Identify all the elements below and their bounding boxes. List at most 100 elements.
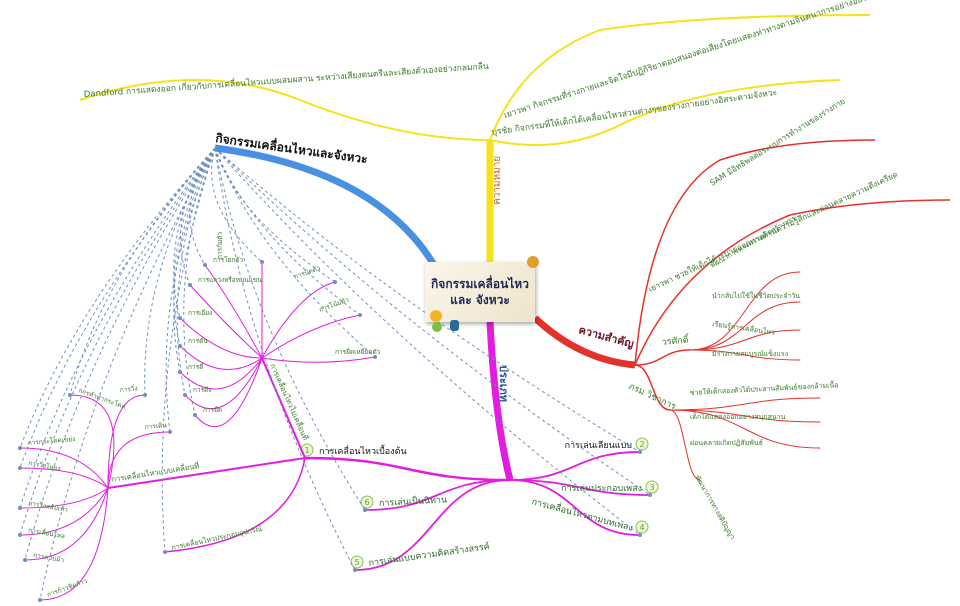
branch-line [24, 487, 109, 561]
arrow-head-icon [18, 533, 22, 537]
importance-item[interactable]: เด็กได้แสดงออกอย่างสนุกสนาน [690, 412, 786, 421]
movement-item[interactable]: การดัน [188, 337, 208, 345]
importance-item[interactable]: พัฒนาการทางสติปัญญา [693, 474, 736, 541]
number-badge[interactable]: 5 [354, 558, 359, 567]
number-badge-icon [645, 480, 659, 494]
arrow-head-icon [648, 493, 652, 497]
importance-item[interactable]: เรียนรู้การเคลื่อนไหว [712, 319, 776, 337]
sub-topic[interactable]: การเคลื่อนไหวไม่เคลื่อนที่ [268, 362, 311, 442]
sub-topic[interactable]: วรศักดิ์ [661, 333, 690, 348]
relationship-dashed-line [19, 147, 216, 509]
branch-line [19, 487, 109, 509]
number-badge-icon [360, 495, 374, 509]
importance-item[interactable]: นำกลับไปใช้ในชีวิตประจำวัน [712, 291, 800, 300]
movement-item[interactable]: การกระโดดเขย่ง [27, 435, 75, 447]
movement-item[interactable]: การวิ่งโหยง [28, 458, 62, 473]
branch-line [634, 199, 951, 366]
relationship-dashed-line [161, 147, 216, 553]
number-badge[interactable]: 1 [304, 446, 309, 455]
importance-item[interactable]: มีร่างกายสมบูรณ์แข็งแรง [712, 349, 788, 358]
type-label[interactable]: การเล่นประกอบเพลง [561, 484, 642, 494]
branch-line [19, 467, 109, 489]
number-badge-icon [635, 520, 649, 534]
arrow-head-icon [353, 568, 357, 572]
branch-line [489, 79, 841, 146]
movement-item[interactable]: การแกว่งหรือหมุนแขน [198, 276, 262, 284]
movement-item[interactable]: การโยกตัว [213, 256, 244, 264]
definition-item[interactable]: บุรชัย กิจกรรมที่ให้เด็กได้เคลื่อนไหวส่ว… [491, 86, 778, 138]
type-label[interactable]: การเคลื่อนไหวตามบทเพลง [530, 494, 634, 534]
movement-item[interactable]: การเอียง [188, 309, 212, 317]
branch-line [179, 317, 263, 359]
arrow-head-icon [183, 393, 187, 397]
relationship-dashed-line [69, 147, 216, 396]
importance-item[interactable]: พัฒนาการทางความคิดสร้างสรร [709, 214, 797, 270]
movement-item[interactable]: การยืด [203, 406, 222, 414]
movement-item[interactable]: การก้าวชิดก้าว [46, 577, 89, 599]
branch-line [261, 356, 376, 363]
branch-line [489, 14, 871, 141]
movement-item[interactable]: การโน้มตัว [318, 296, 350, 314]
importance-item[interactable]: ผ่อนคลายเกิดปฏิสัมพันธ์ [690, 439, 763, 447]
arrow-head-icon [18, 506, 22, 510]
movement-item[interactable]: การเลื่อนไหล [28, 525, 66, 540]
number-badge[interactable]: 2 [639, 440, 644, 449]
arrow-head-icon [163, 550, 167, 554]
movement-item[interactable]: การวิ่งสลับเท้า [28, 498, 69, 514]
branch-line [689, 329, 801, 351]
arrow-head-icon [38, 598, 42, 602]
arrow-head-icon [178, 316, 182, 320]
relationship-dashed-line [214, 147, 366, 511]
branch-label-red[interactable]: ความสำคัญ [577, 323, 635, 350]
movement-item[interactable]: การควบม้า [33, 551, 65, 564]
movement-item[interactable]: การตี [188, 363, 203, 371]
branch-line [689, 349, 801, 361]
branch-line [261, 314, 361, 359]
type-label[interactable]: การเล่นเลียนแบบ [565, 440, 633, 451]
relationship-dashed-line [24, 147, 216, 561]
number-badge[interactable]: 4 [639, 523, 644, 532]
type-branch [364, 479, 511, 511]
branch-line [107, 457, 306, 489]
arrow-head-icon [68, 393, 72, 397]
arrow-head-icon [18, 446, 22, 450]
branch-label-yellow[interactable]: ความหมาย [492, 156, 503, 205]
type-branch [509, 479, 641, 536]
arrow-head-icon [188, 283, 192, 287]
importance-item[interactable]: ช่วยให้เด็กสองตัวได้ประสานสัมพันธ์ของกล้… [690, 378, 839, 397]
movement-item[interactable]: การเดิน [144, 421, 167, 431]
bell-icon [450, 320, 459, 331]
central-topic-label: กิจกรรมเคลื่อนไหวและ จังหวะ [431, 276, 529, 307]
movement-item[interactable]: การก้มตัว [216, 231, 224, 259]
type-label[interactable]: การเคลื่อนไหวเบื้องต้น [319, 444, 407, 457]
type-label[interactable]: การเล่นแบบความคิดสร้างสรรค์ [368, 540, 491, 569]
relationship-dashed-line [19, 147, 216, 469]
arrow-head-icon [363, 508, 367, 512]
sub-topic[interactable]: การเคลื่อนไหวประกอบอุปกรณ์ [171, 524, 264, 552]
movement-item[interactable]: การวิ่ง [119, 383, 138, 394]
relationship-dashed-line [19, 147, 216, 536]
arrow-head-icon [178, 344, 182, 348]
branch-label-magenta[interactable]: ประเภท [497, 365, 510, 402]
relationship-dashed-line [214, 147, 641, 536]
branch-line [184, 357, 263, 410]
relationship-dashed-line [214, 147, 376, 358]
branch-line [164, 457, 306, 553]
branch-line [634, 364, 671, 411]
branch-line [194, 357, 263, 427]
movement-item[interactable]: การดึง [193, 386, 211, 394]
relationship-dashed-line [214, 147, 361, 316]
relationship-dashed-line [173, 147, 216, 373]
branch-line [107, 431, 171, 489]
central-topic[interactable]: กิจกรรมเคลื่อนไหวและ จังหวะ [425, 262, 535, 322]
branch-line [689, 271, 801, 351]
branch-line [669, 409, 701, 481]
movement-item[interactable]: การยืดเหยียดตัว [335, 348, 381, 356]
number-badge[interactable]: 3 [649, 483, 654, 492]
arrow-head-icon [18, 466, 22, 470]
relationship-dashed-line [183, 147, 216, 416]
relationship-dashed-line [173, 147, 216, 319]
number-badge-icon [635, 437, 649, 451]
number-badge[interactable]: 6 [364, 498, 369, 507]
relationship-dashed-line [211, 147, 263, 263]
